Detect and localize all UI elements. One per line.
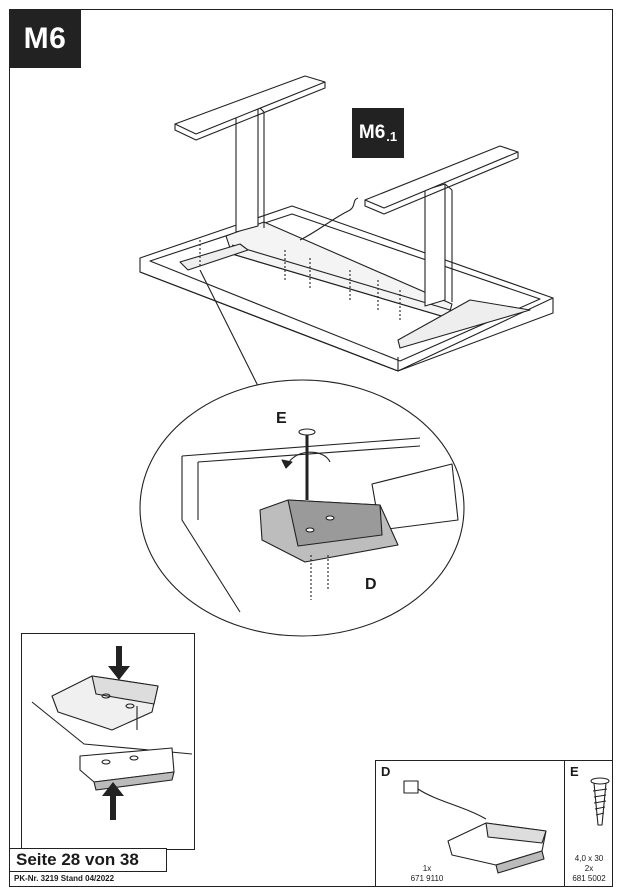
document-meta: PK-Nr. 3219 Stand 04/2022 xyxy=(14,874,115,883)
step-badge: M6 xyxy=(9,9,81,68)
part-d-qty: 1x xyxy=(422,864,432,873)
parts-divider xyxy=(564,760,565,887)
page-number: Seite 28 von 38 xyxy=(9,848,167,872)
sub-step-main: M6 xyxy=(358,122,386,143)
part-d-id: D xyxy=(381,764,391,779)
parts-list xyxy=(375,760,613,887)
part-e-size: 4,0 x 30 xyxy=(574,854,604,863)
inset-detail xyxy=(21,633,195,850)
inset-illustration xyxy=(31,646,193,820)
page-frame xyxy=(9,9,613,887)
sub-step-suffix: .1 xyxy=(386,128,398,144)
callout-clip: D xyxy=(365,576,377,593)
callout-screw: E xyxy=(276,410,287,427)
part-d-article: 671 9110 xyxy=(410,874,444,883)
part-e-id: E xyxy=(570,764,579,779)
part-e-qty: 2x xyxy=(584,864,594,873)
sub-step-badge: M6.1 xyxy=(352,108,404,158)
part-e-article: 681 5002 xyxy=(572,874,606,883)
parts-illustration xyxy=(403,777,610,874)
